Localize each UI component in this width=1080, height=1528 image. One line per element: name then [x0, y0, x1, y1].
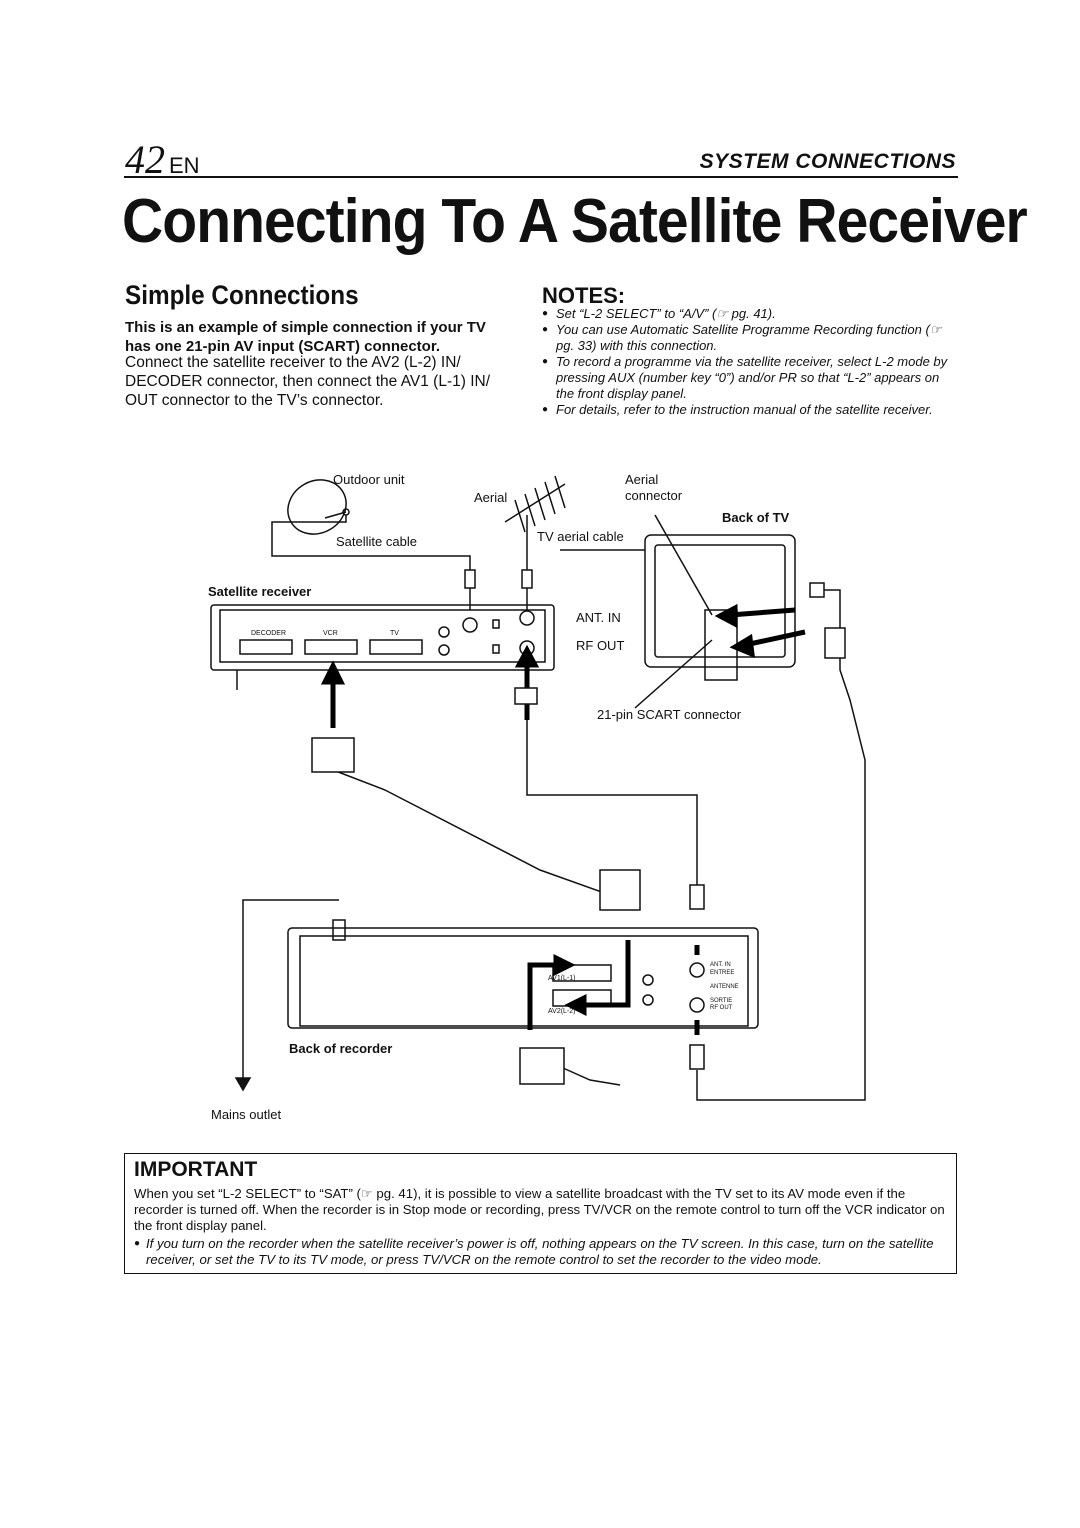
page-lang: EN	[169, 153, 200, 178]
aerial-icon	[504, 475, 566, 570]
label-rec-ant-in: ANT. IN	[710, 962, 731, 968]
label-rec-av1: AV1(L-1)	[548, 975, 576, 982]
label-outdoor-unit: Outdoor unit	[333, 472, 405, 487]
label-rec-rf-out: RF OUT	[710, 1005, 733, 1011]
label-aerial-connector-2: connector	[625, 488, 683, 503]
note-item: You can use Automatic Satellite Programm…	[542, 322, 958, 354]
label-rec-av2: AV2(L-2)	[548, 1008, 576, 1015]
label-aerial-connector-1: Aerial	[625, 472, 659, 487]
note-item: Set “L-2 SELECT” to “A/V” (☞ pg. 41).	[542, 306, 958, 322]
label-ant-in: ANT. IN	[576, 610, 621, 625]
notes-heading: NOTES:	[542, 283, 626, 308]
intro-bold: This is an example of simple connection …	[125, 319, 486, 355]
note-item: For details, refer to the instruction ma…	[542, 402, 958, 418]
important-heading: IMPORTANT	[134, 1158, 258, 1181]
label-rec-sortie: SORTIE	[710, 998, 733, 1004]
subheading: Simple Connections	[125, 280, 359, 310]
label-mains-outlet: Mains outlet	[211, 1107, 282, 1122]
label-rf-out: RF OUT	[576, 638, 625, 653]
note-item: To record a programme via the satellite …	[542, 354, 958, 402]
page-title: Connecting To A Satellite Receiver	[122, 187, 1028, 256]
label-satellite-cable: Satellite cable	[336, 534, 417, 549]
header-rule	[124, 176, 958, 178]
label-back-of-tv: Back of TV	[722, 510, 790, 525]
important-body: When you set “L-2 SELECT” to “SAT” (☞ pg…	[134, 1186, 945, 1233]
label-tv-aerial-cable: TV aerial cable	[537, 529, 624, 544]
label-satellite-receiver: Satellite receiver	[208, 584, 312, 599]
label-aerial: Aerial	[474, 490, 508, 505]
diagram-svg	[210, 475, 866, 1101]
recorder-box	[287, 927, 759, 1029]
connection-diagram: Outdoor unit Aerial Aerial connector Bac…	[0, 460, 1080, 1140]
label-rx-vcr: VCR	[323, 630, 338, 637]
intro-body: Connect the satellite receiver to the AV…	[125, 354, 490, 409]
label-rx-decoder: DECODER	[251, 630, 287, 637]
label-back-of-recorder: Back of recorder	[289, 1041, 393, 1056]
notes-list: Set “L-2 SELECT” to “A/V” (☞ pg. 41). Yo…	[542, 306, 958, 418]
important-box	[124, 1153, 957, 1274]
label-rec-entree: ENTREE	[710, 970, 735, 976]
label-rec-antenne: ANTENNE	[710, 984, 739, 990]
important-bullet: If you turn on the recorder when the sat…	[134, 1236, 950, 1268]
satellite-receiver-box	[210, 604, 555, 671]
label-scart-connector: 21-pin SCART connector	[597, 707, 742, 722]
label-rx-tv: TV	[390, 630, 399, 637]
section-title: SYSTEM CONNECTIONS	[699, 150, 956, 173]
tv-back-box	[644, 534, 796, 668]
